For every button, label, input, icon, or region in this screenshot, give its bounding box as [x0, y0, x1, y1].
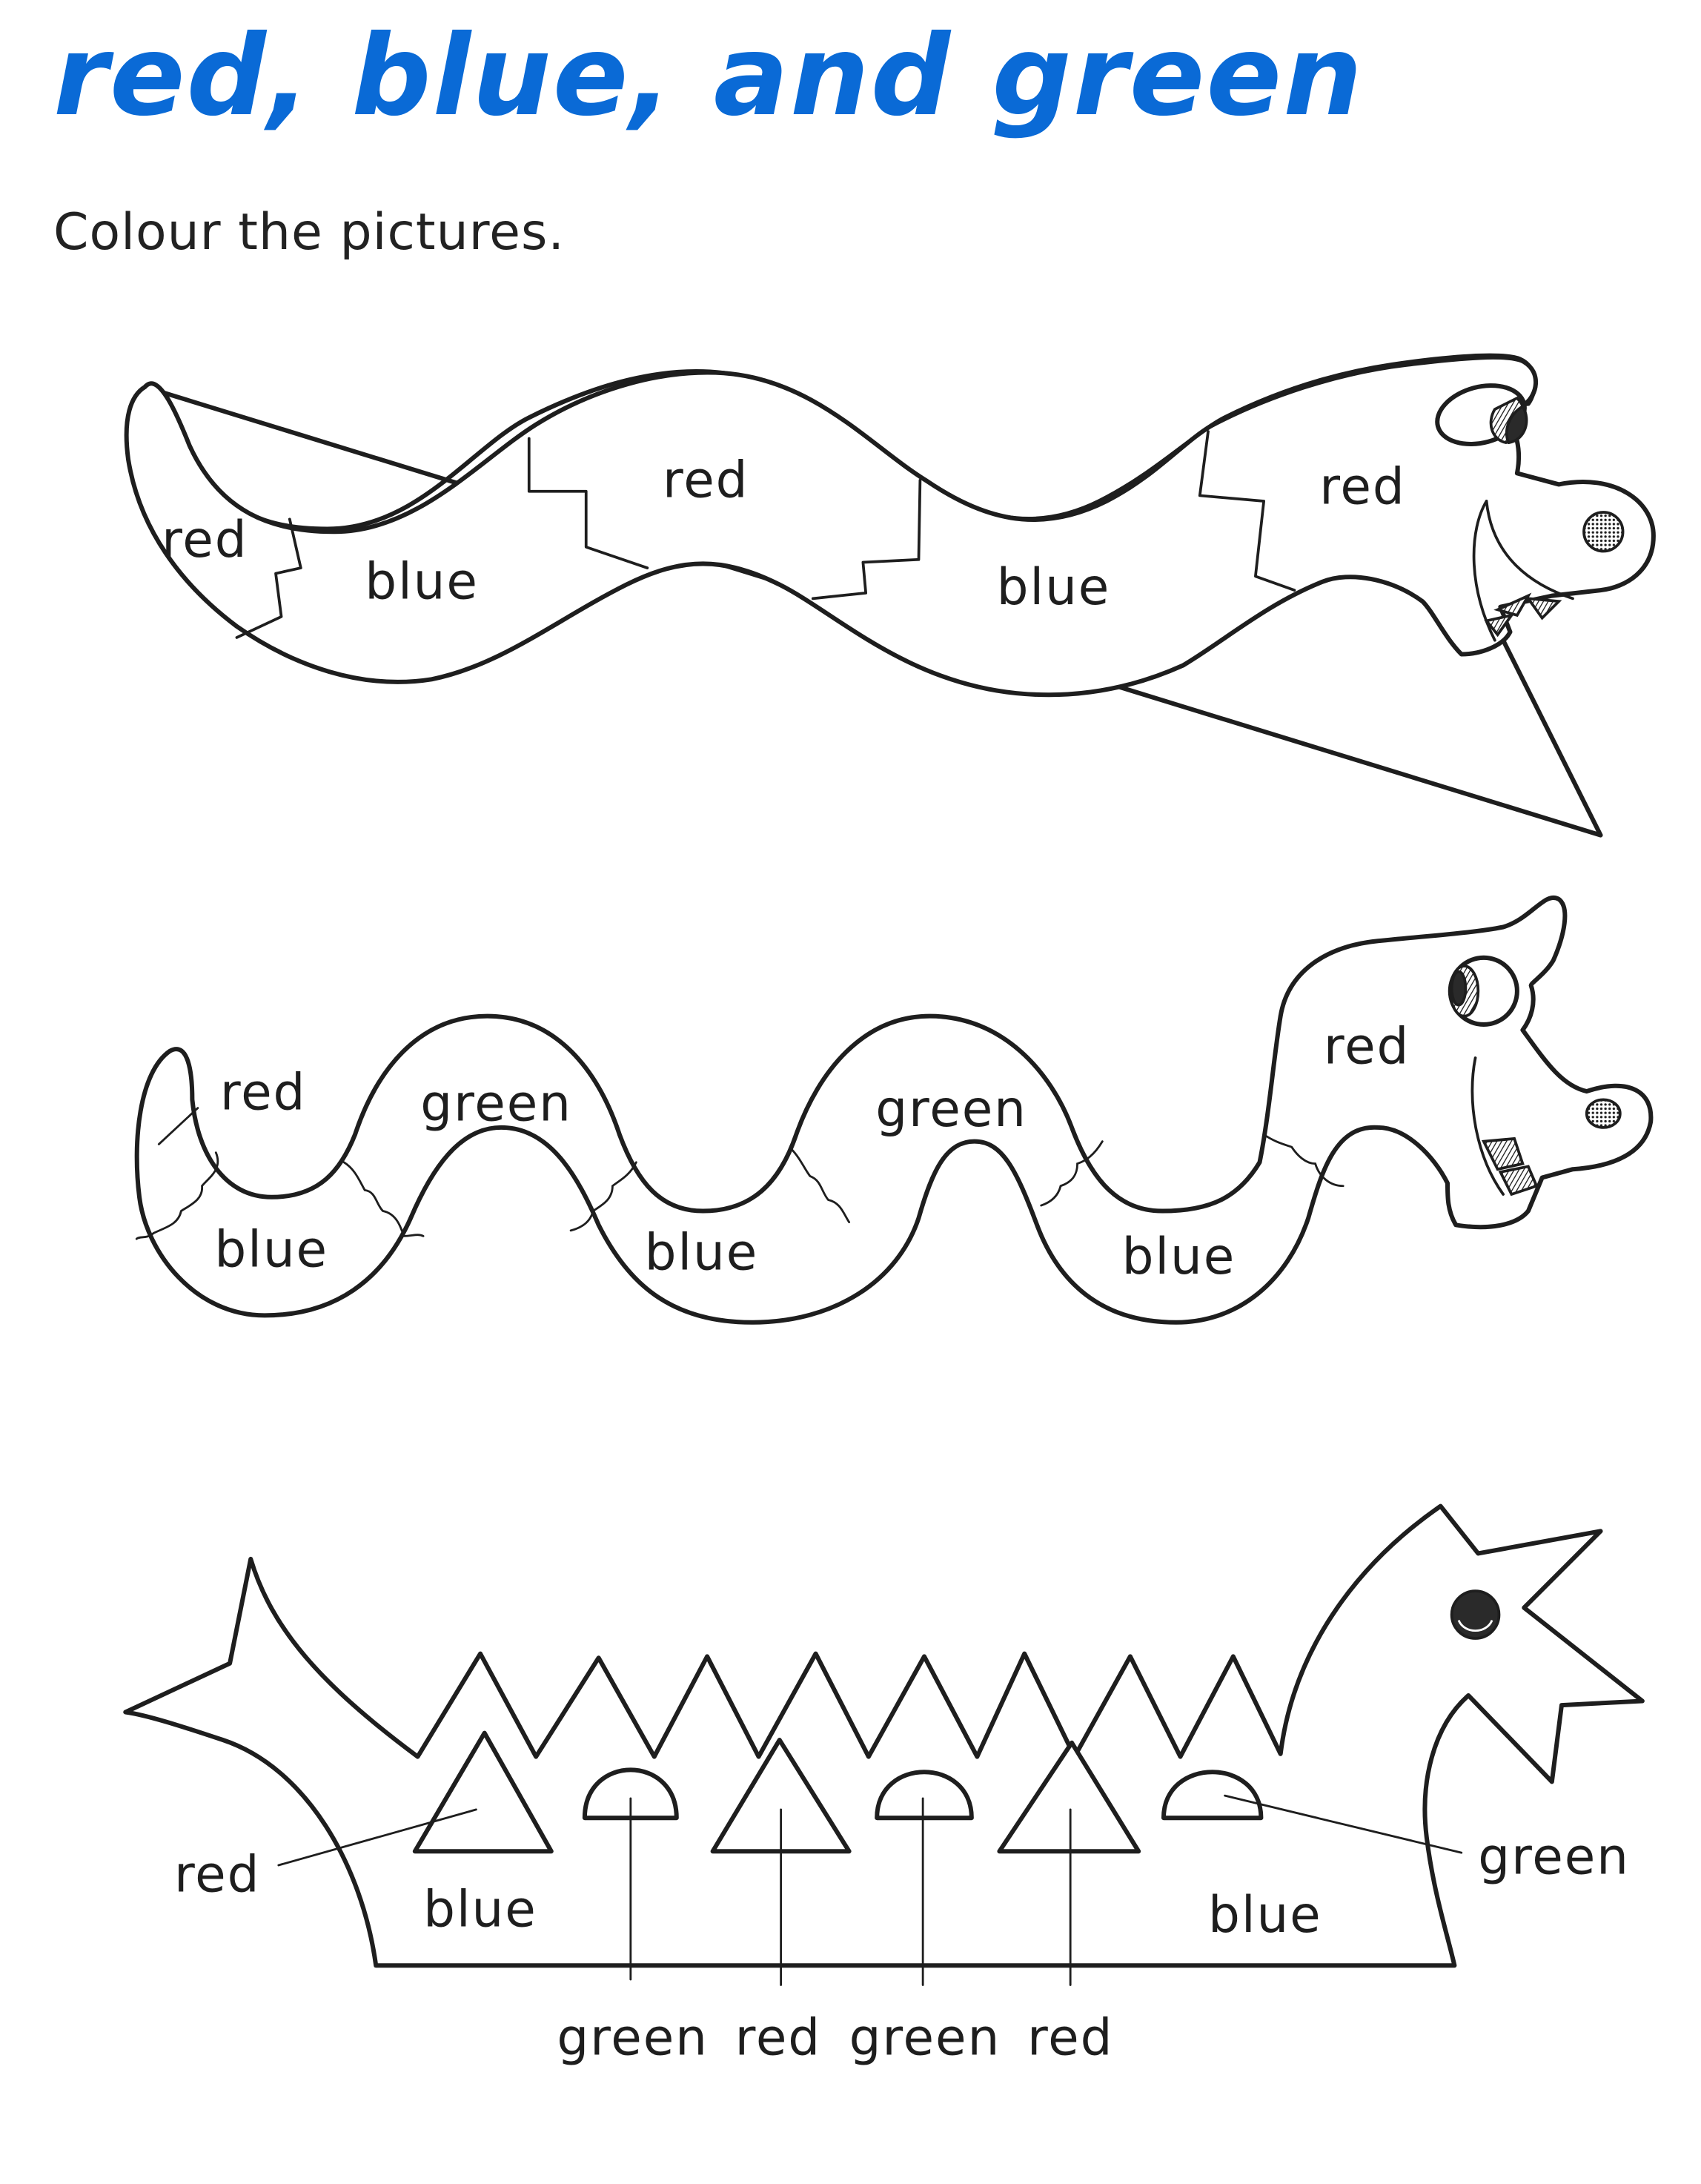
dragon-1-tooth [1525, 597, 1562, 621]
dragon-1-label-body-1: blue [365, 552, 479, 610]
dragon-2-nostril [1585, 1098, 1622, 1129]
dragon-2-scallop-2 [342, 1161, 425, 1237]
dragon-2-label-belly-2: blue [645, 1222, 759, 1281]
dragon-1-nostril [1582, 511, 1625, 553]
pointer-red-triangle-1 [277, 1808, 477, 1867]
dragon-boat-label-green-2: green [849, 2008, 1001, 2066]
semicircle-1[interactable] [582, 1767, 679, 1821]
dragon-2-label-belly-3: blue [1122, 1227, 1236, 1285]
dragon-1-pupil [1505, 404, 1528, 445]
dragon-2-label-hump-1: green [420, 1073, 572, 1132]
dragon-boat: red blue blue green green red green red [123, 1503, 1645, 2066]
dragon-1: red blue red blue red [124, 353, 1656, 838]
dragon-boat-label-green-1: green [557, 2008, 709, 2066]
dragon-2-scallop-3 [569, 1161, 637, 1232]
dragon-1-divider-mid-left [527, 437, 649, 569]
page-title: red, blue, and green [53, 12, 1365, 141]
instruction-text: Colour the pictures. [53, 203, 566, 262]
dragon-1-label-body-3: blue [997, 557, 1111, 616]
dragon-2-mouth [1470, 1056, 1505, 1196]
dragon-1-label-body-2: red [663, 450, 749, 509]
dragon-2-label-hump-2: green [875, 1079, 1027, 1138]
dragon-boat-label-green-right: green [1478, 1827, 1630, 1885]
dragon-2-label-tail: red [220, 1062, 306, 1121]
dragon-1-tooth [1493, 592, 1532, 618]
dragon-boat-label-blue-right: blue [1208, 1885, 1322, 1944]
dragon-boat-label-red-3: red [1027, 2008, 1113, 2066]
dragon-1-divider-tail [235, 517, 302, 639]
dragon-2-label-head: red [1324, 1017, 1410, 1076]
semicircle-2[interactable] [875, 1770, 974, 1821]
dragon-2-pupil [1450, 970, 1468, 1007]
dragon-1-label-tail: red [162, 510, 248, 569]
dragon-boat-label-red-2: red [735, 2008, 821, 2066]
dragon-1-label-head: red [1319, 457, 1405, 516]
dragon-2-teeth [1498, 1165, 1539, 1197]
dragon-2-label-belly-1: blue [214, 1220, 328, 1279]
dragon-boat-label-red-left: red [174, 1845, 260, 1904]
dragon-boat-label-blue-left: blue [423, 1880, 537, 1939]
dragon-1-divider-neck [1198, 430, 1296, 592]
dragon-boat-outline [123, 1503, 1645, 1968]
dragon-2-body-outline [134, 896, 1654, 1325]
dragon-1-divider-mid-right [811, 478, 922, 600]
triangle-3[interactable] [997, 1740, 1141, 1854]
dragon-2-teeth [1481, 1136, 1525, 1171]
dragon-2-tail-line [157, 1107, 199, 1145]
dragon-2-scallop-5 [1040, 1140, 1104, 1207]
dragon-2: red green green blue blue blue red [134, 896, 1654, 1325]
dragon-2-scallop-4 [789, 1147, 851, 1223]
pointer-green-semicircle-3 [1224, 1794, 1463, 1854]
dragon-2-scallop-6 [1262, 1133, 1344, 1188]
dragon-2-scallop-1 [135, 1151, 219, 1240]
triangle-1[interactable] [412, 1730, 554, 1854]
dragon-1-tooth [1484, 613, 1515, 638]
